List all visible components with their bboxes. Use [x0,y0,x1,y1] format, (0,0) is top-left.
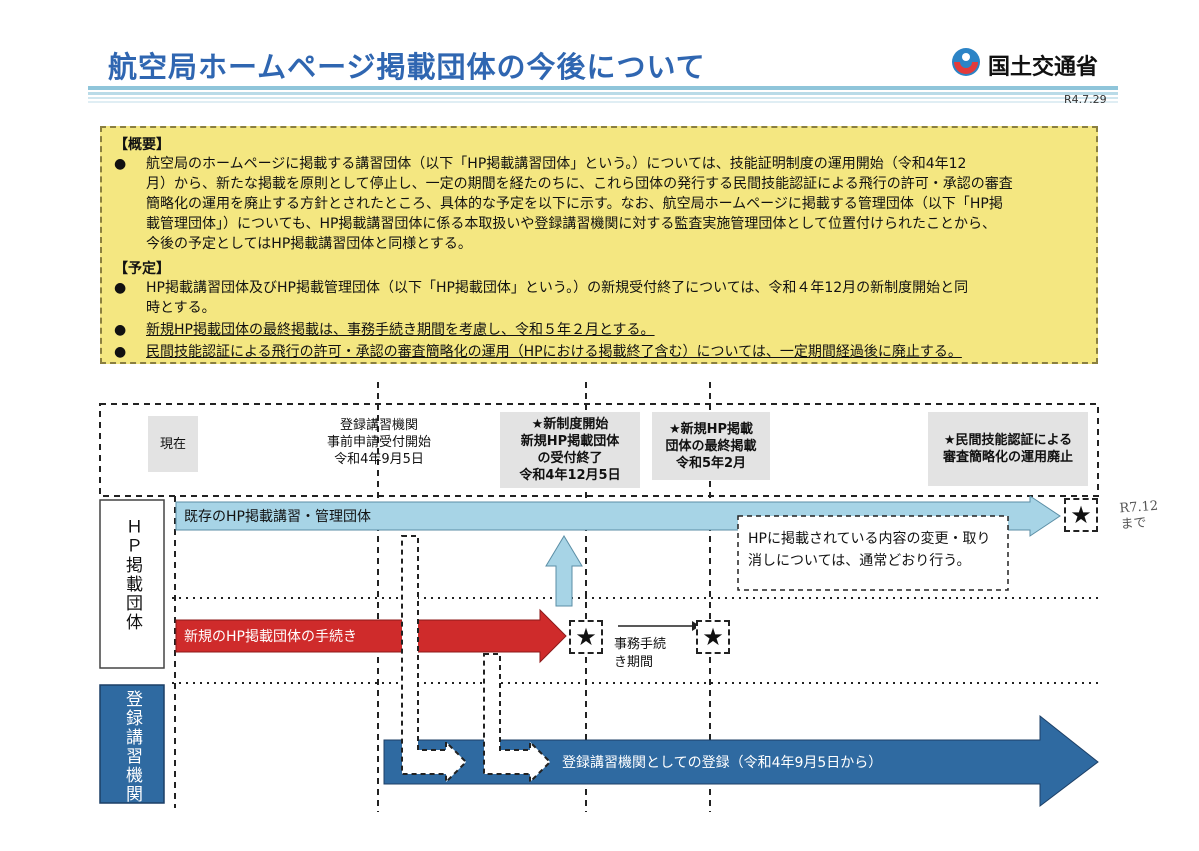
stage-now: 現在 [148,416,198,472]
row-label-hp-groups: ＨＰ掲載団体 [122,518,142,632]
registration-arrow [383,714,1099,808]
admin-period-label: 事務手続 き期間 [614,637,667,670]
stage-new-system: ★新制度開始 新規HP掲載団体 の受付終了 令和4年12月5日 [500,412,640,488]
row-label-box [99,684,165,804]
new-procedure-label: 新規のHP掲載団体の手続き [184,629,357,645]
row-label-registered: 登録講習機関 [122,690,142,804]
stage-final-listing: ★新規HP掲載 団体の最終掲載 令和5年2月 [652,412,770,480]
summary-box: 【概要】 ● 航空局のホームページに掲載する講習団体（以下「HP掲載講習団体」と… [100,126,1098,364]
note-text: HPに掲載されている内容の変更・取り 消しについては、通常どおり行う。 [748,531,991,569]
page-title: 航空局ホームページ掲載団体の今後について [108,50,706,84]
stage-abolition: ★民間技能認証による 審査簡略化の運用廃止 [928,412,1088,486]
transfer-arrow [401,535,468,785]
star-marker-abolition: ★ [1064,498,1098,532]
overview-text: 航空局のホームページに掲載する講習団体（以下「HP掲載講習団体」という。）につい… [146,156,1013,252]
row-label-box [99,499,165,669]
note-box [737,515,1009,591]
handwritten-note: R7.12 まで [1118,498,1159,533]
stage-pre-application: 登録講習機関 事前申請受付開始 令和4年9月5日 [326,417,431,467]
document-date: R4.7.29 [1064,93,1107,106]
transfer-arrow [483,653,552,785]
transition-up-arrow [545,535,583,607]
schedule-text-2: 新規HP掲載団体の最終掲載は、事務手続き期間を考慮し、令和５年２月とする。 [146,322,655,338]
bullet: ● [114,344,127,360]
schedule-item: ● HP掲載講習団体及びHP掲載管理団体（以下「HP掲載団体」という。）の新規受… [114,278,1084,318]
bullet: ● [114,156,127,172]
overview-item: ● 航空局のホームページに掲載する講習団体（以下「HP掲載講習団体」という。）に… [114,154,1084,254]
new-procedure-arrow [175,608,567,664]
schedule-heading: 【予定】 [114,261,170,277]
star-marker-new-system: ★ [569,620,603,654]
ministry-logo-icon [952,48,980,76]
bullet: ● [114,322,127,338]
schedule-item: ● 民間技能認証による飛行の許可・承認の審査簡略化の運用（HPにおける掲載終了含… [114,342,1084,362]
stage-frame [99,403,1099,497]
schedule-text-1: HP掲載講習団体及びHP掲載管理団体（以下「HP掲載団体」という。）の新規受付終… [146,280,969,316]
registration-label: 登録講習機関としての登録（令和4年9月5日から） [562,755,883,771]
existing-groups-label: 既存のHP掲載講習・管理団体 [184,509,371,525]
schedule-text-3: 民間技能認証による飛行の許可・承認の審査簡略化の運用（HPにおける掲載終了含む）… [146,344,962,360]
star-marker-final-listing: ★ [696,620,730,654]
schedule-item: ● 新規HP掲載団体の最終掲載は、事務手続き期間を考慮し、令和５年２月とする。 [114,320,1084,340]
header-rule [88,86,1118,103]
ministry-name: 国土交通省 [988,55,1099,80]
bullet: ● [114,280,127,296]
overview-heading: 【概要】 [114,137,170,153]
